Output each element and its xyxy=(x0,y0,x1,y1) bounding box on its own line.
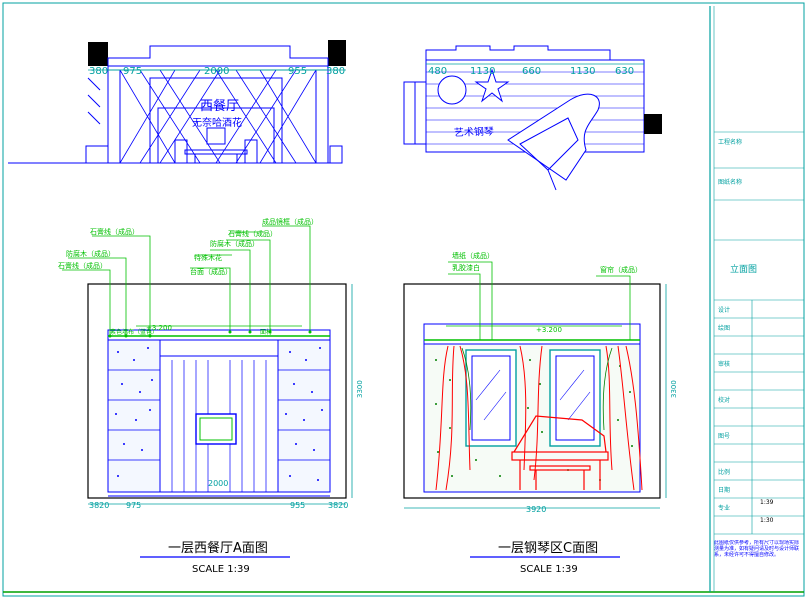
tb-drawing-name-value: 立面图 xyxy=(730,263,757,275)
a-callout-10: 面材 xyxy=(260,328,272,336)
a-callout-6: 防腐木（成品） xyxy=(210,239,259,248)
top-left-sign-main: 西餐厅 xyxy=(200,98,239,114)
a-level-mark: +3.200 xyxy=(146,324,172,332)
top-left-dim-3: 2000 xyxy=(204,66,229,77)
tb-row-project: 工程名称 xyxy=(718,138,742,146)
top-right-sign: 艺术钢琴 xyxy=(454,125,494,139)
tb-row-date: 日期 xyxy=(718,486,730,494)
a-dim-2: 975 xyxy=(126,501,141,510)
top-right-dim-1: 480 xyxy=(428,66,447,77)
c-elevation-drawing: 墙纸（成品） 乳胶漆白 窗帘（成品） +3.200 3920 3300 一层钢琴… xyxy=(403,251,678,575)
tb-row-proofread: 校对 xyxy=(718,396,730,404)
tb-note: 此图纸仅供参考，所有尺寸以现场实际测量为准，如有疑问请及时与设计师联系，未经许可… xyxy=(714,540,800,558)
c-width-dim: 3920 xyxy=(526,505,546,514)
tb-scale-value-2: 1:30 xyxy=(760,517,774,524)
c-level-mark: +3.200 xyxy=(536,326,562,334)
c-callout-3: 窗帘（成品） xyxy=(600,265,642,274)
tb-scale-value-1: 1:39 xyxy=(760,499,774,506)
tb-row-scale: 比例 xyxy=(718,468,730,476)
top-right-elevation: 480 1130 660 1130 630 艺术钢琴 xyxy=(403,45,662,191)
top-left-elevation: 380 975 2000 955 380 西餐厅 无奈哈酒花 xyxy=(8,40,346,164)
c-callout-1: 墙纸（成品） xyxy=(452,251,494,260)
a-callout-9: 素色墙布（蓝色） xyxy=(110,328,158,336)
tb-row-discipline: 专业 xyxy=(718,504,730,512)
top-left-dim-4: 955 xyxy=(288,66,307,77)
title-block: 工程名称 图纸名称 立面图 设计 绘图 审核 校对 图号 比例 日期 专业 1:… xyxy=(709,6,804,592)
top-left-dim-2: 975 xyxy=(123,66,142,77)
a-elevation-title: 一层西餐厅A面图 xyxy=(168,540,268,556)
tb-row-design: 设计 xyxy=(718,306,730,314)
a-callout-4: 台面（成品） xyxy=(190,267,232,276)
top-left-dim-5: 380 xyxy=(326,66,345,77)
c-callout-2: 乳胶漆白 xyxy=(452,263,480,272)
a-callout-2: 防腐木（成品） xyxy=(66,249,115,258)
a-elevation-drawing: 石膏线（成品） 防腐木（成品） 石膏线（成品） 台面（成品） 特殊木花 防腐木（… xyxy=(58,217,364,575)
c-height-dim: 3300 xyxy=(670,380,678,398)
top-left-dim-1: 380 xyxy=(89,66,108,77)
top-right-dim-4: 1130 xyxy=(570,66,595,77)
a-dim-3: 2000 xyxy=(208,479,228,488)
c-elevation-title: 一层钢琴区C面图 xyxy=(498,541,598,556)
top-left-sign-sub: 无奈哈酒花 xyxy=(192,116,242,129)
a-dim-4: 955 xyxy=(290,501,305,510)
a-dim-5: 3820 xyxy=(328,501,348,510)
a-callout-3: 石膏线（成品） xyxy=(90,227,139,236)
top-right-dim-3: 660 xyxy=(522,66,541,77)
top-right-dim-2: 1130 xyxy=(470,66,495,77)
a-callout-5: 特殊木花 xyxy=(194,253,222,262)
a-height-dim: 3300 xyxy=(356,380,364,398)
tb-row-drawing-no: 图号 xyxy=(718,433,730,440)
tb-row-drawing-name: 图纸名称 xyxy=(718,178,742,186)
a-callout-1: 石膏线（成品） xyxy=(58,261,107,270)
a-dim-1: 3820 xyxy=(89,501,109,510)
a-elevation-scale: SCALE 1:39 xyxy=(192,564,250,575)
c-elevation-scale: SCALE 1:39 xyxy=(520,564,578,575)
top-right-dim-5: 630 xyxy=(615,66,634,77)
tb-row-drafting: 绘图 xyxy=(718,324,730,332)
a-callout-8: 成品镜框（成品） xyxy=(262,217,318,226)
a-callout-7: 石膏线（成品） xyxy=(228,229,277,238)
tb-row-review: 审核 xyxy=(718,360,730,368)
